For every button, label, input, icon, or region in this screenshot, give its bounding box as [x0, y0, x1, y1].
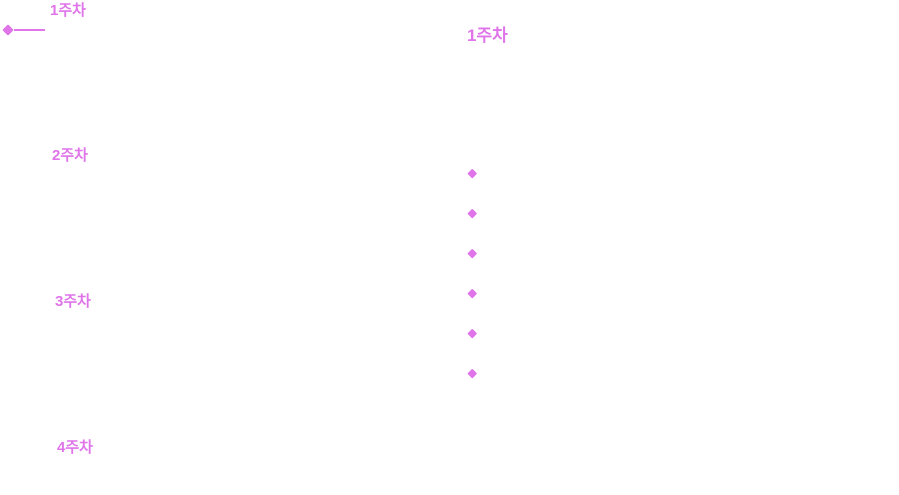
diamond-bullet-icon	[467, 368, 477, 378]
bullet-list	[467, 168, 477, 378]
diamond-bullet-icon	[467, 208, 477, 218]
diamond-bullet-icon	[467, 328, 477, 338]
bullet-list-item	[467, 168, 477, 178]
timeline-connector-line	[14, 29, 45, 31]
bullet-list-item	[467, 328, 477, 338]
week-label-4: 4주차	[57, 439, 93, 456]
bullet-list-item	[467, 248, 477, 258]
bullet-list-item	[467, 208, 477, 218]
diamond-marker-icon	[2, 24, 14, 36]
bullet-list-item	[467, 368, 477, 378]
diamond-bullet-icon	[467, 248, 477, 258]
week-label-2: 2주차	[52, 147, 88, 164]
diamond-bullet-icon	[467, 168, 477, 178]
week-label-1: 1주차	[50, 2, 86, 19]
bullet-list-item	[467, 288, 477, 298]
diamond-bullet-icon	[467, 288, 477, 298]
detail-week-title: 1주차	[467, 26, 508, 45]
week-label-3: 3주차	[55, 293, 91, 310]
